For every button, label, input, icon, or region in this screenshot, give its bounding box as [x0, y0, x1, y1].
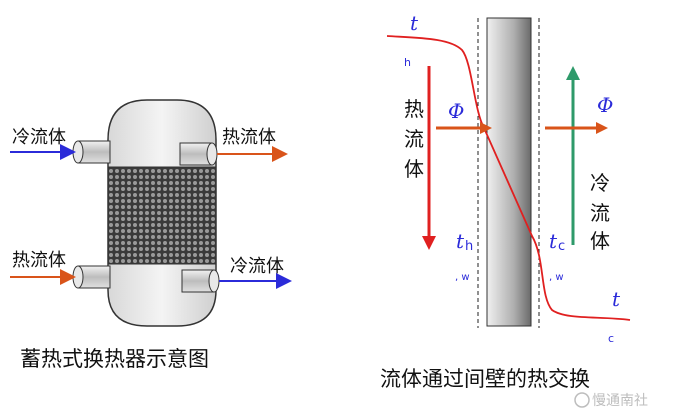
watermark-logo-icon — [574, 392, 590, 408]
t-cold-symbol: t — [612, 287, 621, 311]
pipe-bottom-right — [181, 269, 220, 293]
temperature-profile — [386, 35, 631, 321]
t-hot-subscript: h — [404, 56, 411, 69]
left-caption: 蓄热式换热器示意图 — [20, 347, 209, 371]
t-cold-subscript: c — [608, 332, 614, 345]
hot-flow-arrowhead — [422, 236, 436, 250]
wall-heat-transfer-drawing: t h 热 流 体 Φ Φ 冷 流 体 t h , w t c , w t c … — [380, 11, 631, 391]
hot-fluid-label-1: 热 — [404, 97, 424, 121]
t-hw-symbol: t — [456, 229, 465, 253]
cold-fluid-label-1: 冷 — [590, 171, 610, 195]
heat-flux-arrowhead-left — [480, 122, 492, 134]
phi-left: Φ — [448, 99, 464, 123]
cold-flow-arrowhead — [566, 66, 580, 80]
watermark: 慢通南社 — [574, 392, 648, 409]
cold-in-label: 冷流体 — [12, 127, 66, 148]
t-cw-subscript2: , w — [549, 272, 564, 283]
hot-out-label: 热流体 — [222, 127, 276, 148]
regenerator-drawing: 冷流体 热流体 热流体 冷流体 蓄热式换热器示意图 — [10, 99, 292, 371]
hot-fluid-label-3: 体 — [404, 157, 424, 181]
t-hot-symbol: t — [410, 11, 419, 35]
pipe-bottom-left — [72, 265, 111, 289]
t-cw-symbol: t — [549, 229, 558, 253]
right-caption: 流体通过间壁的热交换 — [380, 367, 590, 391]
cold-out-label: 冷流体 — [230, 256, 284, 277]
hot-in-label: 热流体 — [12, 250, 66, 271]
pipe-top-left — [72, 140, 111, 164]
cold-fluid-label-3: 体 — [590, 229, 610, 253]
t-hw-subscript2: , w — [455, 272, 470, 283]
heat-flux-arrowhead-right — [596, 122, 608, 134]
pipe-top-right — [179, 142, 218, 166]
packed-bed — [107, 166, 217, 265]
t-hw-subscript: h — [465, 239, 473, 254]
cold-fluid-label-2: 流 — [590, 201, 610, 225]
separating-wall — [486, 17, 532, 327]
t-cw-subscript: c — [558, 239, 565, 254]
hot-fluid-label-2: 流 — [404, 127, 424, 151]
watermark-text: 慢通南社 — [592, 392, 648, 409]
phi-right: Φ — [597, 93, 613, 117]
